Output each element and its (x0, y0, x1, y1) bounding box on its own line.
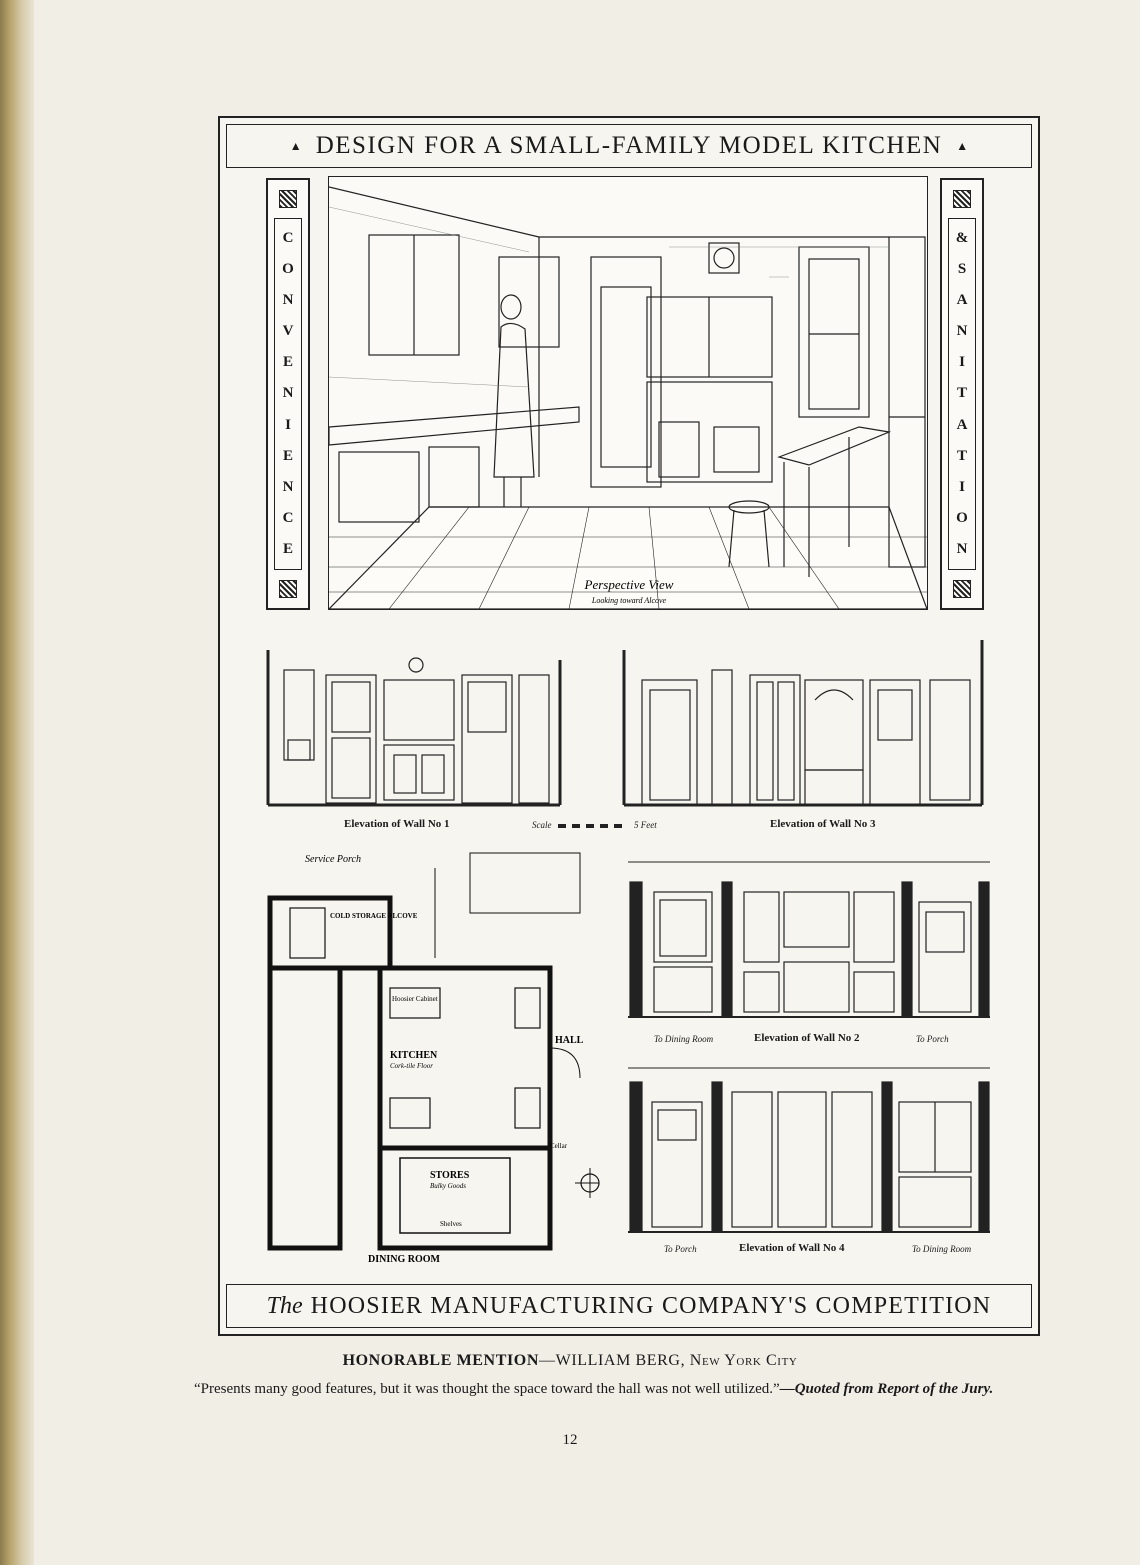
banner-letter: N (956, 323, 968, 340)
banner-letter: C (282, 230, 294, 247)
plate-title: DESIGN FOR A SMALL-FAMILY MODEL KITCHEN (315, 132, 943, 159)
elevation-wall-2-drawing (628, 861, 990, 1018)
banner-letter: I (285, 416, 291, 433)
jury-quote-source: —Quoted from Report of the Jury. (779, 1381, 994, 1397)
banner-ornament-bottom (953, 580, 971, 598)
kitchen-sublabel: Cork-tile Floor (390, 1062, 433, 1070)
title-ornament-right: ▲ (956, 138, 969, 153)
banner-letter: O (956, 509, 968, 526)
banner-letter: N (282, 292, 294, 309)
elevation-wall-2-caption: Elevation of Wall No 2 (754, 1032, 860, 1044)
elevation-wall-2: To Dining Room Elevation of Wall No 2 To… (624, 852, 994, 1052)
perspective-label: Perspective View (584, 577, 674, 592)
plate-frame: ▲ DESIGN FOR A SMALL-FAMILY MODEL KITCHE… (218, 116, 1040, 1336)
perspective-view-drawing: Perspective View Looking toward Alcove (327, 176, 928, 610)
banner-letter: N (956, 540, 968, 557)
jury-quote-text: “Presents many good features, but it was… (194, 1381, 780, 1397)
banner-letter: V (282, 323, 294, 340)
wall-4-left-label: To Porch (664, 1244, 697, 1254)
honorable-dash: — (539, 1352, 556, 1369)
banner-letter: N (282, 478, 294, 495)
footer-company: HOOSIER MANUFACTURING COMPANY'S COMPETIT… (310, 1292, 992, 1319)
footer-the: The (266, 1292, 303, 1319)
perspective-illustration: Perspective View Looking toward Alcove (327, 186, 928, 610)
dining-room-label: DINING ROOM (368, 1254, 441, 1265)
jury-quote: “Presents many good features, but it was… (194, 1380, 1074, 1399)
elevation-wall-3-drawing (622, 640, 984, 807)
wall-4-right-label: To Dining Room (912, 1244, 972, 1254)
book-binding-edge (0, 0, 34, 1565)
page-number: 12 (562, 1432, 578, 1448)
banner-ornament-top (953, 190, 971, 208)
banner-letter: S (957, 261, 967, 278)
banner-letter: O (282, 261, 294, 278)
honorable-mention-line: HONORABLE MENTION—WILLIAM BERG, New York… (0, 1352, 1140, 1370)
elevation-wall-1: Elevation of Wall No 1 (264, 640, 564, 830)
hall-label: HALL (555, 1035, 584, 1046)
shelves-label: Shelves (440, 1220, 462, 1228)
banner-letter: C (282, 509, 294, 526)
cold-storage-label: COLD STORAGE ALCOVE (330, 912, 418, 920)
floor-plan: Service Porch COLD STORAGE ALCOVE Hoosie… (250, 848, 600, 1268)
banner-ornament-top (279, 190, 297, 208)
scale-label: Scale (532, 820, 552, 830)
elevation-wall-1-caption: Elevation of Wall No 1 (344, 818, 450, 830)
perspective-sublabel: Looking toward Alcove (591, 596, 667, 605)
banner-letter: A (956, 292, 968, 309)
scale-unit: 5 Feet (634, 820, 657, 830)
banner-letter: I (959, 354, 965, 371)
winner-city: New York City (689, 1352, 798, 1369)
wall-2-left-label: To Dining Room (654, 1034, 714, 1044)
honorable-mention-label: HONORABLE MENTION (342, 1352, 540, 1369)
banner-ornament-bottom (279, 580, 297, 598)
elevation-wall-4: To Porch Elevation of Wall No 4 To Dinin… (624, 1062, 994, 1262)
banner-letter: T (956, 447, 967, 464)
kitchen-label: KITCHEN (390, 1050, 438, 1061)
elevation-wall-4-drawing (628, 1067, 990, 1233)
plate-title-bar: ▲ DESIGN FOR A SMALL-FAMILY MODEL KITCHE… (226, 124, 1032, 168)
title-ornament-left: ▲ (289, 138, 302, 153)
banner-letter: E (282, 354, 293, 371)
elevation-wall-3: Elevation of Wall No 3 (620, 640, 986, 830)
banner-letter: E (282, 540, 293, 557)
banner-letter: I (959, 478, 965, 495)
elevation-wall-1-drawing (266, 650, 562, 807)
floor-plan-drawing: Service Porch COLD STORAGE ALCOVE Hoosie… (267, 852, 600, 1265)
elevation-wall-3-caption: Elevation of Wall No 3 (770, 818, 876, 830)
scale-bar: Scale 5 Feet (532, 820, 662, 834)
service-porch-label: Service Porch (305, 854, 361, 865)
wall-2-right-label: To Porch (916, 1034, 949, 1044)
banner-letter: E (282, 447, 293, 464)
plate-footer-bar: The HOOSIER MANUFACTURING COMPANY'S COMP… (226, 1284, 1032, 1328)
stores-label: STORES (430, 1170, 470, 1181)
stores-sublabel: Bulky Goods (430, 1182, 466, 1190)
elevation-wall-4-caption: Elevation of Wall No 4 (739, 1242, 845, 1254)
banner-letter: A (956, 416, 968, 433)
banner-letter: T (956, 385, 967, 402)
cellar-label: Cellar (550, 1142, 568, 1150)
scale-ruler (557, 823, 628, 828)
banner-letter: N (282, 385, 294, 402)
banner-letter: & (955, 230, 969, 247)
hoosier-label: Hoosier Cabinet (392, 995, 438, 1003)
winner-name: WILLIAM BERG, (555, 1352, 686, 1369)
